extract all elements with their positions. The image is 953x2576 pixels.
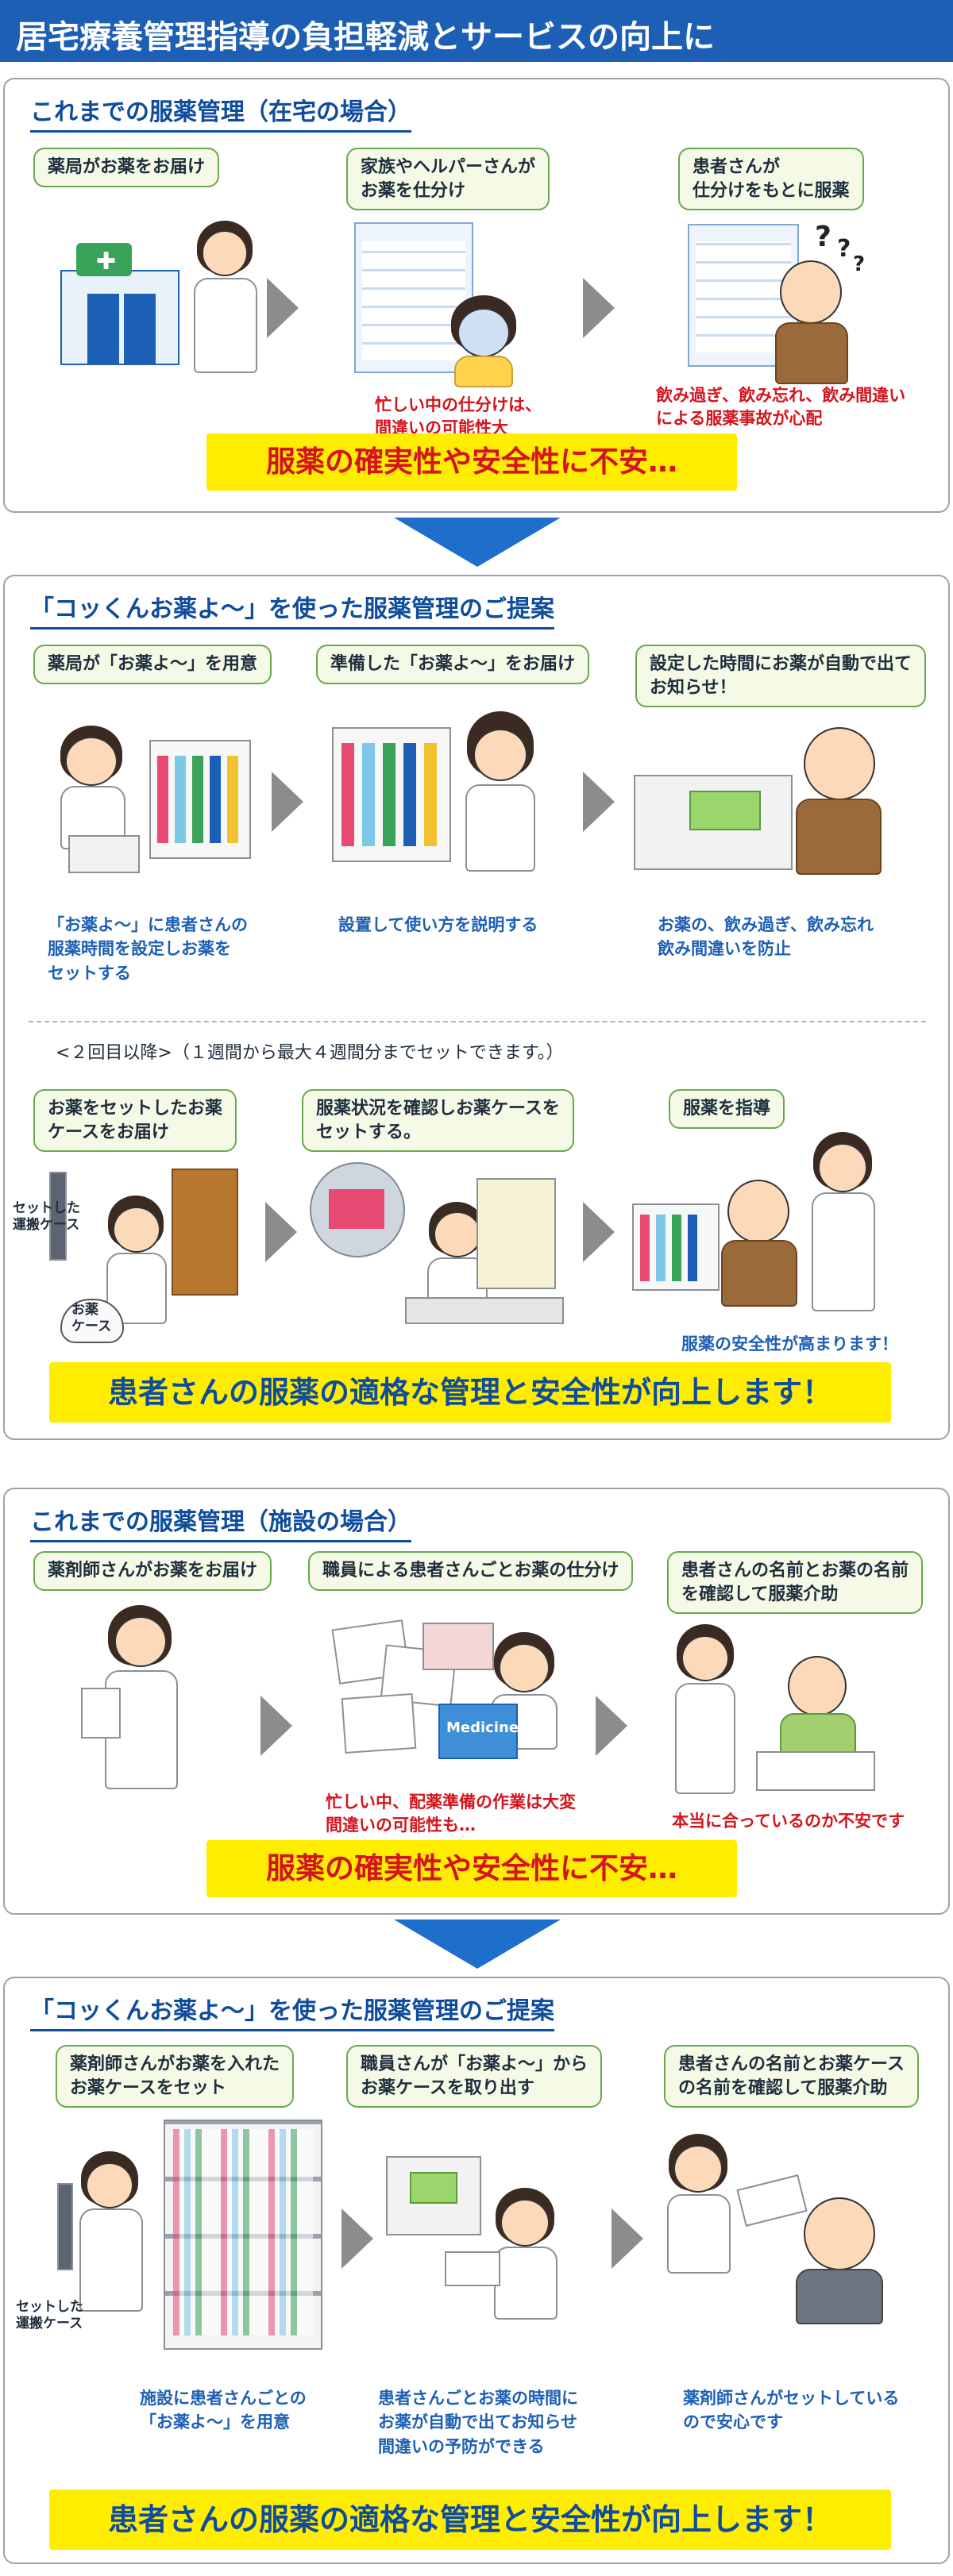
case-label: セットした 運搬ケース — [13, 1200, 80, 1234]
flow-arrow-icon — [583, 1202, 615, 1262]
info-text: 「お薬よ～」に患者さんの 服薬時間を設定しお薬を セットする — [48, 915, 248, 983]
flow-arrow-icon — [272, 772, 303, 832]
step-label: 準備した「お薬よ～」をお届け — [316, 645, 590, 684]
step-label: 薬剤師さんがお薬を入れた お薬ケースをセット — [56, 2045, 295, 2108]
case-label: セットした 運搬ケース — [16, 2299, 83, 2332]
auto-dispense-illustration — [634, 711, 896, 886]
warning-text: 本当に合っているのか不安です — [672, 1812, 905, 1831]
delivery-illustration — [332, 711, 554, 886]
down-arrow-icon — [394, 518, 561, 567]
page-title: 居宅療養管理指導の負担軽減とサービスの向上に — [16, 19, 715, 56]
assist-intake-illustration — [661, 2134, 907, 2332]
guidance-illustration — [632, 1132, 902, 1323]
panel-home-previous: これまでの服薬管理（在宅の場合） 薬局がお薬をお届け 家族やヘルパーさんが お薬… — [3, 78, 950, 513]
pharmacist-delivery-illustration — [76, 1605, 203, 1812]
warning-text: 忙しい中の仕分けは、 間違いの可能性大 — [375, 395, 542, 438]
flow-arrow-icon — [267, 278, 299, 338]
panel-home-proposal: 「コッくんお薬よ～」を使った服薬管理のご提案 薬局が「お薬よ～」を用意 準備した… — [3, 575, 950, 1440]
warning-text: 忙しい中、配薬準備の作業は大変 間違いの可能性も… — [326, 1792, 576, 1835]
step-label: 薬剤師さんがお薬をお届け — [33, 1551, 272, 1591]
info-text: 施設に患者さんごとの 「お薬よ～」を用意 — [140, 2389, 307, 2432]
step-label: 設定した時間にお薬が自動で出て お知らせ！ — [635, 645, 927, 708]
step-label: 職員さんが「お薬よ～」から お薬ケースを取り出す — [346, 2045, 603, 2108]
step-label: 患者さんの名前とお薬の名前 を確認して服薬介助 — [667, 1551, 924, 1615]
repeat-note: <２回目以降>（１週間から最大４週間分までセットできます。） — [56, 1043, 564, 1063]
step-label: 服薬を指導 — [669, 1089, 785, 1129]
info-text: 薬剤師さんがセットしている ので安心です — [683, 2389, 900, 2432]
flow-arrow-icon — [596, 1696, 627, 1756]
flow-arrow-icon — [583, 772, 615, 832]
down-arrow-icon — [394, 1919, 561, 1969]
step-label: 患者さんが 仕分けをもとに服薬 — [678, 148, 864, 211]
benefit-banner: 患者さんの服薬の適格な管理と安全性が向上します！ — [49, 2489, 891, 2550]
step-label: 家族やヘルパーさんが お薬を仕分け — [346, 148, 550, 211]
pharmacy-illustration: ✚ — [60, 214, 259, 397]
medicine-box-label: Medicine — [446, 1719, 519, 1736]
step-label: 職員による患者さんごとお薬の仕分け — [308, 1551, 634, 1591]
staff-sorting-illustration — [331, 1616, 573, 1783]
pharmacist-prepare-illustration — [52, 724, 259, 883]
panel-facility-previous: これまでの服薬管理（施設の場合） 薬剤師さんがお薬をお届け 職員による患者さんご… — [3, 1488, 950, 1915]
warning-text: 飲み過ぎ、飲み忘れ、飲み間違い による服薬事故が心配 — [656, 386, 906, 429]
step-label: 服薬状況を確認しお薬ケースを セットする。 — [302, 1089, 574, 1153]
warning-banner: 服薬の確実性や安全性に不安… — [206, 433, 737, 491]
flow-arrow-icon — [260, 1696, 292, 1756]
flow-arrow-icon — [612, 2208, 643, 2269]
bag-label: お薬 ケース — [71, 1302, 112, 1335]
sorting-illustration — [354, 222, 553, 389]
info-text: 患者さんごとお薬の時間に お薬が自動で出てお知らせ 間違いの予防ができる — [378, 2389, 578, 2456]
section-title: これまでの服薬管理（在宅の場合） — [30, 92, 411, 133]
step-label: 薬局が「お薬よ～」を用意 — [33, 645, 272, 684]
divider — [29, 1021, 926, 1022]
info-text: お薬の、飲み過ぎ、飲み忘れ 飲み間違いを防止 — [658, 915, 874, 959]
section-title: これまでの服薬管理（施設の場合） — [30, 1502, 411, 1542]
confused-patient-illustration: ? ? ? — [688, 221, 878, 387]
warning-banner: 服薬の確実性や安全性に不安… — [206, 1840, 737, 1897]
dispenser-shelf-illustration — [37, 2120, 330, 2358]
panel-facility-proposal: 「コッくんお薬よ～」を使った服薬管理のご提案 薬剤師さんがお薬を入れた お薬ケー… — [3, 1977, 950, 2564]
flow-arrow-icon — [341, 2208, 373, 2269]
flow-arrow-icon — [583, 278, 615, 338]
take-case-illustration — [386, 2156, 585, 2331]
info-text: 設置して使い方を説明する — [338, 915, 538, 934]
door-delivery-illustration — [13, 1164, 251, 1346]
info-text: 服薬の安全性が高まります！ — [681, 1334, 898, 1353]
section-title: 「コッくんお薬よ～」を使った服薬管理のご提案 — [30, 1991, 554, 2031]
flow-arrow-icon — [265, 1202, 297, 1262]
step-label: 薬局がお薬をお届け — [33, 148, 220, 187]
step-label: 患者さんの名前とお薬ケース の名前を確認して服薬介助 — [664, 2045, 919, 2108]
nurse-assist-illustration — [669, 1624, 907, 1807]
page-header: 居宅療養管理指導の負担軽減とサービスの向上に — [0, 0, 953, 62]
benefit-banner: 患者さんの服薬の適格な管理と安全性が向上します！ — [49, 1362, 891, 1423]
step-label: お薬をセットしたお薬 ケースをお届け — [33, 1089, 237, 1153]
section-title: 「コッくんお薬よ～」を使った服薬管理のご提案 — [30, 589, 554, 630]
check-and-set-illustration — [310, 1162, 572, 1337]
